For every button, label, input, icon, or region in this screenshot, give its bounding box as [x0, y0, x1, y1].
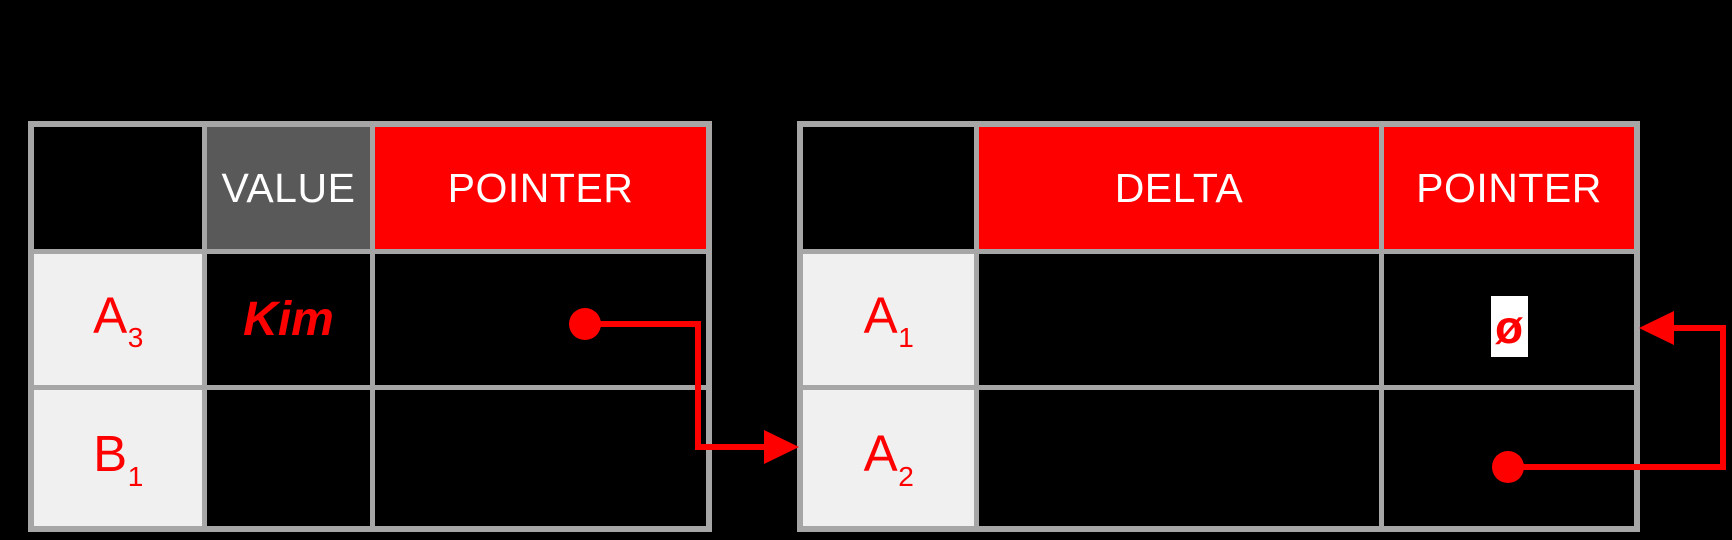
left-header-pointer-label: POINTER [447, 164, 634, 211]
null-pointer-symbol: ø [1494, 300, 1524, 353]
right-header-delta-label: DELTA [1114, 164, 1244, 211]
left-row2-pointer-cell [375, 390, 706, 526]
right-row1-label-cell: A1 [803, 254, 974, 385]
left-header-value-label: VALUE [221, 164, 356, 211]
left-row1-label: A3 [93, 286, 144, 354]
right-row2-label-cell: A2 [803, 390, 974, 526]
right-row2-label: A2 [863, 425, 914, 492]
right-header-delta-cell: DELTA [979, 127, 1379, 249]
right-table: DELTA POINTER A1 ø A2 [797, 121, 1640, 532]
left-header-value-cell: VALUE [207, 127, 370, 249]
left-row1-label-cell: A3 [34, 254, 202, 385]
right-row1-pointer-cell: ø [1384, 254, 1634, 385]
right-row2-pointer-cell [1384, 390, 1634, 526]
left-header-corner-cell [34, 127, 202, 249]
right-row2-delta-cell [979, 390, 1379, 526]
right-header-pointer-cell: POINTER [1384, 127, 1634, 249]
right-header-pointer-label: POINTER [1416, 164, 1602, 211]
left-header-pointer-cell: POINTER [375, 127, 706, 249]
right-row1-label: A1 [863, 286, 914, 354]
left-row1-value-cell: Kim [207, 254, 370, 385]
right-header-corner-cell [803, 127, 974, 249]
left-row1-pointer-cell [375, 254, 706, 385]
null-pointer-box: ø [1490, 296, 1528, 357]
left-row2-label: B1 [93, 425, 144, 492]
left-row2-label-cell: B1 [34, 390, 202, 526]
arrow-right-icon [764, 430, 799, 464]
left-row1-value: Kim [243, 293, 334, 346]
left-row2-value-cell [207, 390, 370, 526]
right-row1-delta-cell [979, 254, 1379, 385]
left-table: VALUE POINTER A3 Kim B1 [28, 121, 712, 532]
arrow-left-icon [1639, 311, 1674, 345]
